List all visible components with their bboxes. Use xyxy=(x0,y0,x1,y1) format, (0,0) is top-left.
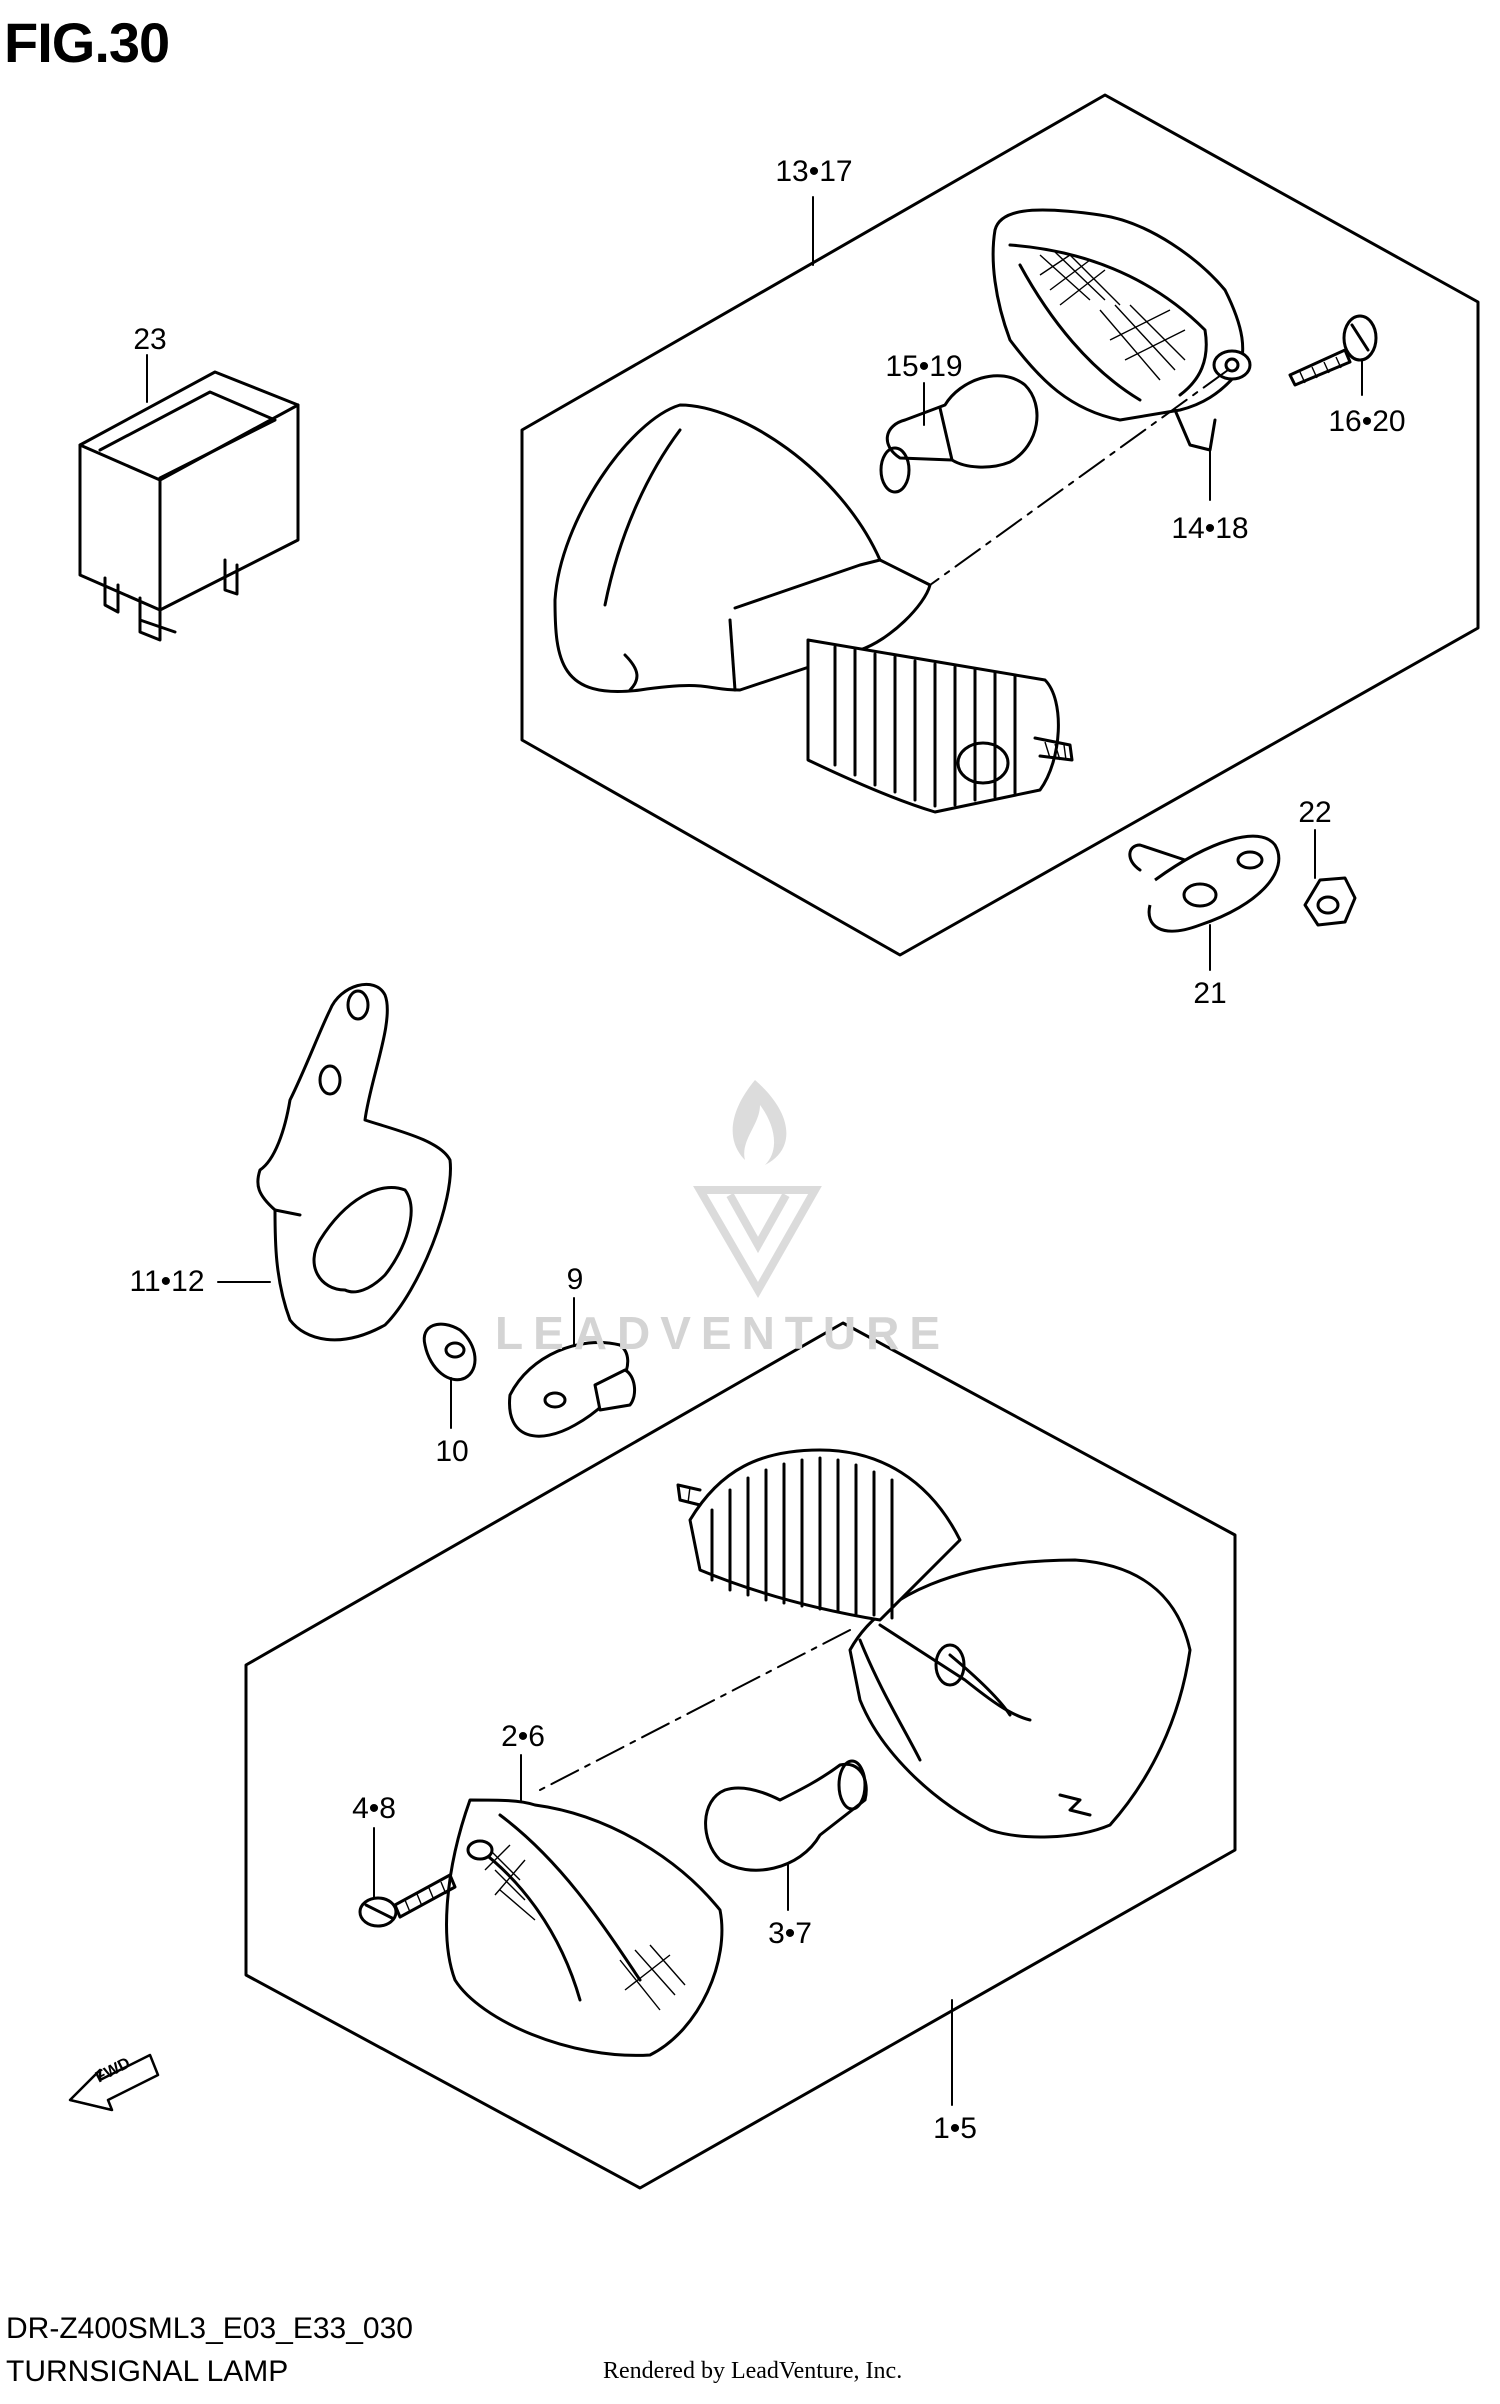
callout-2-6: 2•6 xyxy=(501,1720,545,1753)
leader-lines xyxy=(146,196,1363,2106)
callout-11-12: 11•12 xyxy=(129,1265,205,1298)
callout-14-18: 14•18 xyxy=(1171,512,1249,545)
collar-part-21[interactable] xyxy=(1128,834,1281,933)
lower-bulb-part-3-7[interactable] xyxy=(704,1759,868,1872)
callout-15-19: 15•19 xyxy=(885,350,963,383)
callout-22: 22 xyxy=(1298,796,1332,829)
lower-assembly-outline xyxy=(244,1321,1237,2190)
assembly-axis-lower xyxy=(539,1629,851,1791)
figure-title: FIG.30 xyxy=(4,11,170,74)
watermark-logo xyxy=(693,1080,822,1299)
relay-part-23[interactable] xyxy=(78,370,300,642)
callout-23: 23 xyxy=(133,323,167,356)
callout-4-8: 4•8 xyxy=(352,1792,396,1825)
upper-lens-part-14-18[interactable] xyxy=(991,208,1252,452)
callout-3-7: 3•7 xyxy=(768,1917,812,1950)
upper-assembly-outline xyxy=(520,93,1480,957)
lower-lamp-housing[interactable] xyxy=(848,1558,1192,1839)
callout-10: 10 xyxy=(435,1435,469,1468)
bracket-part-11-12[interactable] xyxy=(256,982,452,1342)
fwd-direction-badge xyxy=(68,2053,160,2112)
upper-bulb-part-15-19[interactable] xyxy=(879,374,1039,494)
callout-16-20: 16•20 xyxy=(1328,405,1406,438)
assembly-axis-upper xyxy=(929,369,1229,586)
callout-13-17: 13•17 xyxy=(775,155,853,188)
lower-rubber-boot[interactable] xyxy=(676,1448,962,1622)
model-code: DR-Z400SML3_E03_E33_030 xyxy=(6,2312,413,2345)
watermark-text: LEADVENTURE xyxy=(495,1307,951,1359)
nut-part-22[interactable] xyxy=(1303,876,1357,927)
upper-screw-part-16-20[interactable] xyxy=(1288,314,1378,387)
upper-rubber-boot[interactable] xyxy=(806,638,1074,814)
callout-1-5: 1•5 xyxy=(933,2112,977,2145)
cushion-part-9[interactable] xyxy=(508,1340,637,1438)
section-name: TURNSIGNAL LAMP xyxy=(6,2355,289,2388)
lower-screw-part-4-8[interactable] xyxy=(358,1873,457,1928)
callout-9: 9 xyxy=(566,1263,584,1296)
collar-part-10[interactable] xyxy=(422,1322,477,1382)
render-credit: Rendered by LeadVenture, Inc. xyxy=(603,2358,903,2384)
lower-lens-part-2-6[interactable] xyxy=(445,1798,724,2057)
callout-21: 21 xyxy=(1193,977,1227,1010)
upper-lamp-housing[interactable] xyxy=(553,403,932,693)
